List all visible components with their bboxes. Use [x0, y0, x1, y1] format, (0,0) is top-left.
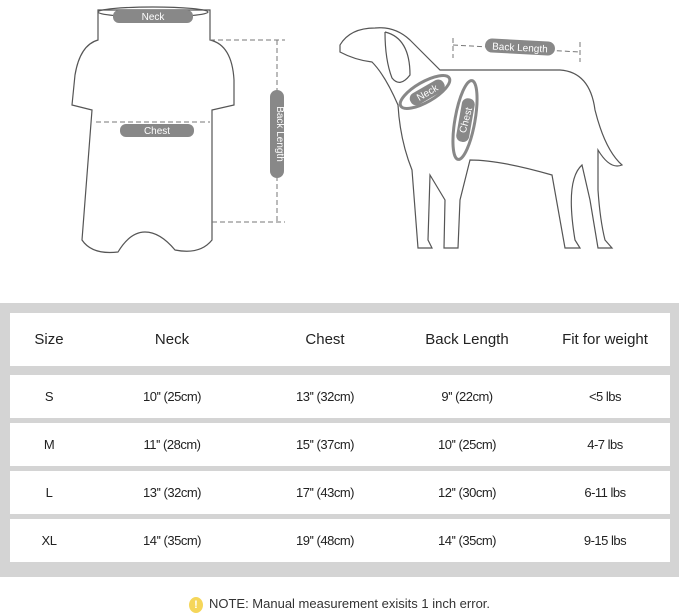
cell-size: S	[44, 389, 54, 404]
cell-neck: 11'' (28cm)	[143, 437, 201, 452]
header-size: Size	[34, 331, 64, 348]
dog-drawing	[339, 27, 624, 249]
chest-tag: Chest	[96, 121, 210, 137]
neck-tag: Neck	[113, 10, 193, 23]
svg-text:Chest: Chest	[144, 126, 170, 137]
header-back-length: Back Length	[425, 331, 509, 348]
dog-chest-tag: Chest	[451, 79, 479, 161]
dog-back-length-tag: Back Length	[485, 38, 555, 56]
cell-size: XL	[41, 533, 57, 548]
size-table: Size Neck Chest Back Length Fit for weig…	[0, 303, 679, 577]
cell-back-length: 9'' (22cm)	[441, 389, 493, 404]
cell-back-length: 10'' (25cm)	[438, 437, 496, 452]
measurement-illustration: Neck Chest Back Length Back Length Neck …	[71, 6, 624, 254]
header-chest: Chest	[305, 331, 345, 348]
warning-icon: !	[188, 596, 203, 613]
cell-size: M	[43, 437, 55, 452]
cell-chest: 13'' (32cm)	[296, 389, 354, 404]
cell-neck: 14'' (35cm)	[143, 533, 201, 548]
header-neck: Neck	[154, 331, 190, 348]
cell-back-length: 14'' (35cm)	[438, 533, 496, 548]
cell-weight: 9-15 lbs	[583, 533, 627, 548]
table-header-row: Size Neck Chest Back Length Fit for weig…	[10, 313, 670, 366]
cell-chest: 17'' (43cm)	[296, 485, 354, 500]
note-text: NOTE: Manual measurement exisits 1 inch …	[208, 596, 491, 611]
cell-size: L	[45, 485, 53, 500]
cell-neck: 13'' (32cm)	[143, 485, 201, 500]
dog-neck-tag: Neck	[398, 74, 452, 110]
cell-weight: <5 lbs	[588, 389, 622, 404]
back-length-tag: Back Length	[270, 90, 285, 178]
svg-text:Back Length: Back Length	[492, 42, 548, 56]
cell-weight: 6-11 lbs	[584, 485, 626, 500]
cell-back-length: 12'' (30cm)	[438, 485, 496, 500]
cell-chest: 15'' (37cm)	[296, 437, 354, 452]
svg-text:Back Length: Back Length	[274, 106, 285, 162]
header-fit-weight: Fit for weight	[562, 331, 648, 348]
table-row: L 13'' (32cm) 17'' (43cm) 12'' (30cm) 6-…	[10, 471, 670, 514]
dog-measure-lines	[452, 38, 581, 62]
cell-chest: 19'' (48cm)	[296, 533, 354, 548]
table-row: S 10'' (25cm) 13'' (32cm) 9'' (22cm) <5 …	[10, 375, 670, 418]
cell-neck: 10'' (25cm)	[143, 389, 201, 404]
table-row: XL 14'' (35cm) 19'' (48cm) 14'' (35cm) 9…	[10, 519, 670, 562]
table-row: M 11'' (28cm) 15'' (37cm) 10'' (25cm) 4-…	[10, 423, 670, 466]
note: ! NOTE: Manual measurement exisits 1 inch…	[0, 596, 679, 613]
svg-text:Neck: Neck	[142, 12, 166, 23]
cell-weight: 4-7 lbs	[587, 437, 623, 452]
